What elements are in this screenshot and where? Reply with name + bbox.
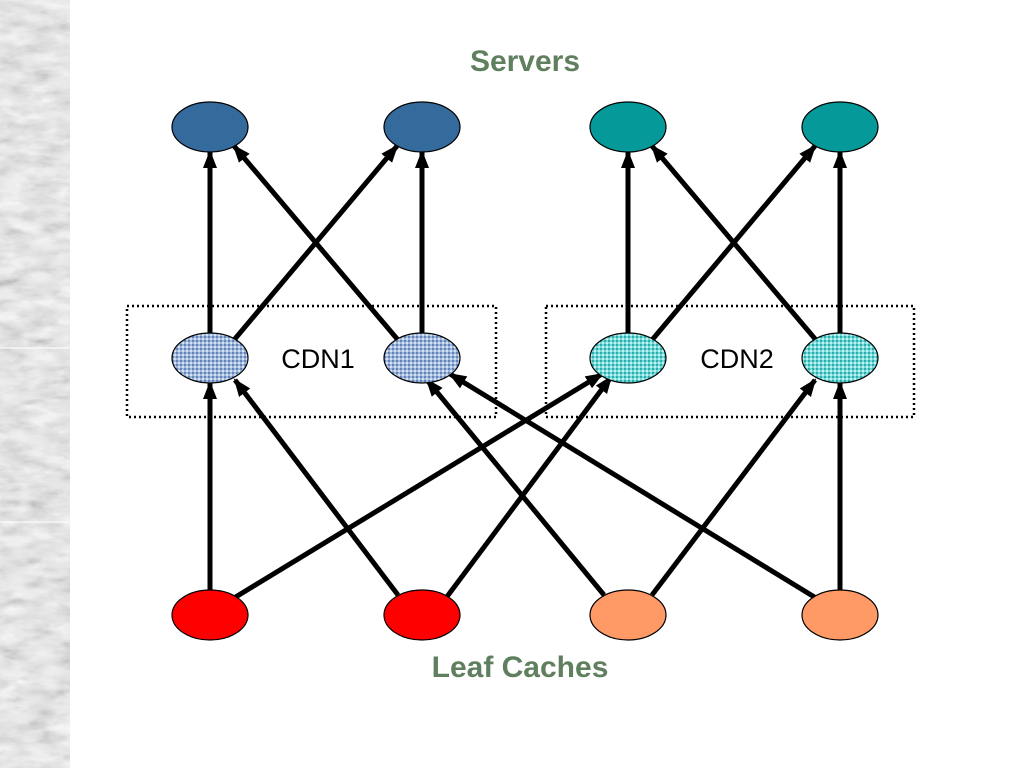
leaf-to-cdn-edges [203, 371, 847, 601]
cdn1-node [383, 332, 461, 384]
cdn-to-server-edges [203, 144, 847, 342]
leaf-caches-heading: Leaf Caches [432, 651, 609, 684]
cdn2-node [589, 332, 667, 384]
edge-arrow [650, 378, 817, 597]
server-node [589, 101, 667, 153]
edge-arrow [232, 144, 400, 342]
cdn1-node [171, 332, 249, 384]
leaf-cache-node [383, 589, 461, 641]
leaf-cache-node [801, 589, 879, 641]
leaf-cache-node [589, 589, 667, 641]
marble-texture-strip [0, 0, 70, 768]
edge-arrow [650, 144, 818, 342]
server-node [383, 101, 461, 153]
edge-arrow [448, 371, 818, 601]
cdn2-node [801, 332, 879, 384]
edge-arrow [425, 378, 606, 597]
server-nodes [171, 101, 879, 153]
cdn2-label: CDN2 [700, 344, 774, 374]
leaf-cache-node [171, 589, 249, 641]
cdn1-label: CDN1 [281, 344, 355, 374]
edge-arrow [443, 375, 614, 600]
edge-arrow [233, 378, 400, 597]
server-node [171, 101, 249, 153]
cdn-nodes [171, 332, 879, 384]
server-node [801, 101, 879, 153]
leaf-cache-nodes [171, 589, 879, 641]
servers-heading: Servers [470, 45, 580, 78]
edge-arrow [232, 371, 604, 601]
